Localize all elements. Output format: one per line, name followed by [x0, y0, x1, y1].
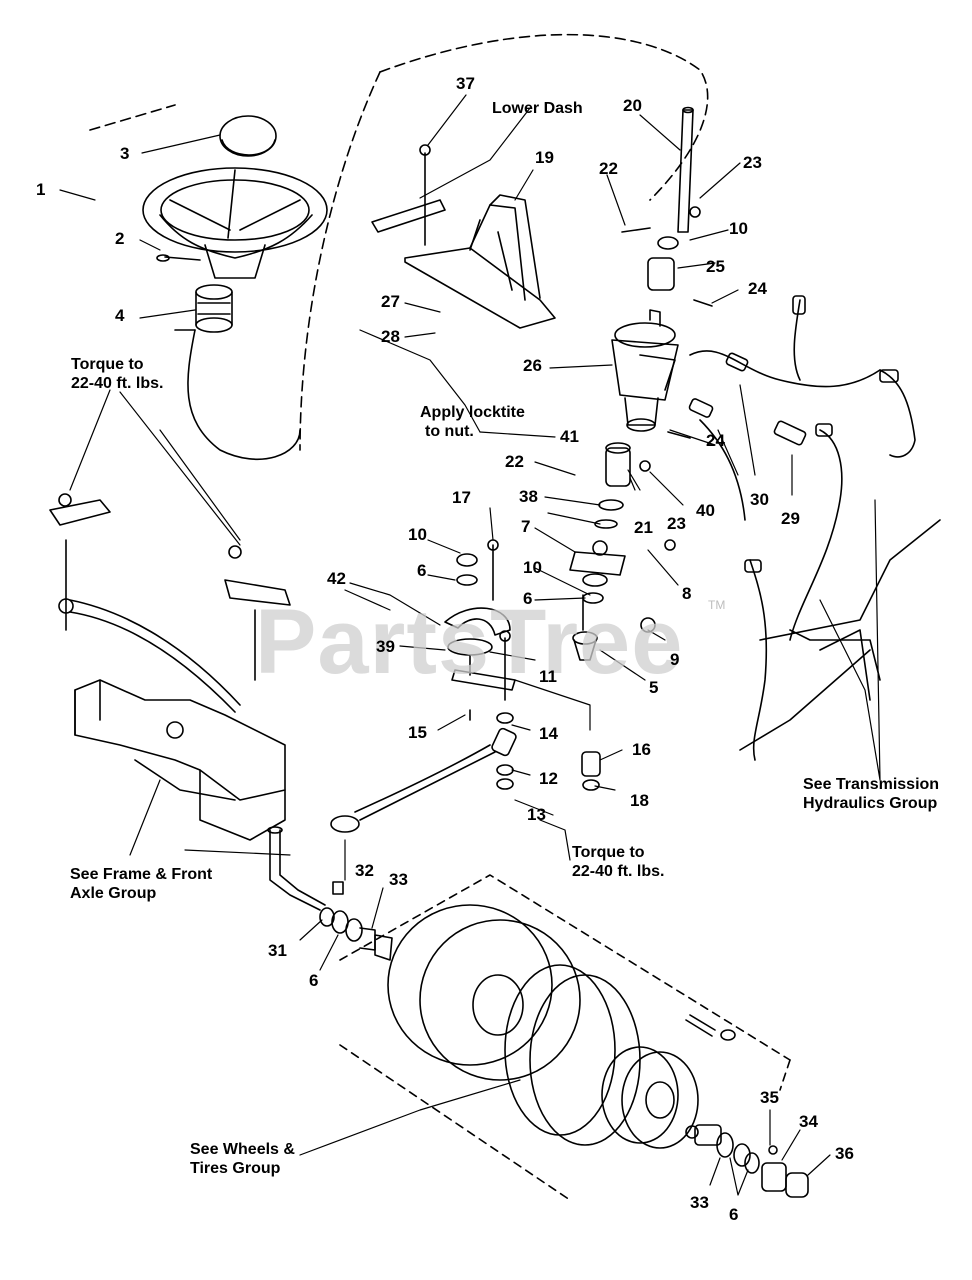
callout-part-10-top: 10 — [729, 219, 748, 238]
wheels-dashed-outline — [339, 874, 791, 1201]
steering-valve — [611, 309, 679, 432]
note-transmission-1: See Transmission — [803, 776, 940, 793]
note-torque-top-2: 22-40 ft. lbs. — [71, 375, 164, 392]
callout-part-18: 18 — [630, 791, 649, 810]
leader-lines — [59, 94, 881, 1196]
coupling-25 — [647, 236, 713, 307]
callout-part-22-top: 22 — [599, 159, 618, 178]
note-locktite-2: to nut. — [425, 423, 474, 440]
callout-part-23-mid: 23 — [667, 514, 686, 533]
lower-dash-bracket — [371, 144, 556, 329]
note-torque-bottom-2: 22-40 ft. lbs. — [572, 863, 665, 880]
callout-part-25: 25 — [706, 257, 725, 276]
callout-part-21: 21 — [634, 518, 653, 537]
callout-part-8: 8 — [682, 584, 692, 603]
note-lower-dash: Lower Dash — [492, 100, 583, 117]
callout-part-6-axle: 6 — [309, 971, 319, 990]
dashboard-outline — [89, 33, 709, 460]
steering-arm-right — [224, 545, 291, 606]
callout-part-13: 13 — [527, 805, 546, 824]
callout-part-6-left: 6 — [417, 561, 427, 580]
note-locktite-1: Apply locktite — [420, 404, 525, 421]
callout-part-33-top: 33 — [389, 870, 408, 889]
callout-part-15: 15 — [408, 723, 427, 742]
callout-part-6-right: 6 — [523, 589, 533, 608]
note-torque-bottom-1: Torque to — [572, 844, 645, 861]
callout-part-38: 38 — [519, 487, 538, 506]
hydraulic-fittings — [688, 295, 899, 573]
note-torque-top-1: Torque to — [71, 356, 144, 373]
callout-part-41: 41 — [560, 427, 579, 446]
front-frame — [74, 679, 286, 841]
callout-part-24-top: 24 — [748, 279, 767, 298]
callout-part-11: 11 — [539, 667, 557, 686]
callout-part-22-mid: 22 — [505, 452, 524, 471]
callout-part-6-hub: 6 — [729, 1205, 739, 1224]
callout-part-23-top: 23 — [743, 153, 762, 172]
callout-part-39: 39 — [376, 637, 395, 656]
callout-part-19: 19 — [535, 148, 554, 167]
callout-part-29: 29 — [781, 509, 800, 528]
front-tire — [387, 904, 581, 1081]
note-transmission-2: Hydraulics Group — [803, 795, 938, 812]
callout-part-12: 12 — [539, 769, 558, 788]
callout-part-26: 26 — [523, 356, 542, 375]
lower-coupling — [605, 442, 631, 487]
callout-part-36: 36 — [835, 1144, 854, 1163]
callout-part-34: 34 — [799, 1112, 818, 1131]
steering-arm-left — [49, 493, 111, 526]
steering-shaft — [677, 106, 694, 233]
callout-part-1: 1 — [36, 180, 46, 199]
callout-part-9: 9 — [670, 650, 680, 669]
spindle — [267, 826, 326, 911]
steering-cap — [219, 115, 277, 157]
callout-part-17: 17 — [452, 488, 471, 507]
callout-part-4: 4 — [115, 306, 125, 325]
drag-link — [330, 630, 517, 833]
wheel-rim — [601, 1046, 699, 1149]
note-wheels-1: See Wheels & — [190, 1141, 295, 1158]
callout-part-7: 7 — [521, 517, 531, 536]
hub-parts — [694, 1124, 809, 1198]
tie-rod — [58, 598, 241, 713]
callout-part-20: 20 — [623, 96, 642, 115]
steering-sector — [444, 607, 516, 691]
callout-part-33-bottom: 33 — [690, 1193, 709, 1212]
valve-stem — [685, 1014, 736, 1041]
callout-part-16: 16 — [632, 740, 651, 759]
callout-part-31: 31 — [268, 941, 287, 960]
callout-part-37: 37 — [456, 74, 475, 93]
callout-part-2: 2 — [115, 229, 125, 248]
mount-plate — [569, 540, 626, 576]
callout-part-42: 42 — [327, 569, 346, 588]
callout-part-24-mid: 24 — [706, 431, 725, 450]
sector-gear — [572, 594, 598, 661]
callout-part-14: 14 — [539, 724, 558, 743]
partstree-watermark: PartsTree — [255, 591, 684, 693]
steering-adapter — [195, 284, 233, 333]
callout-part-10-left: 10 — [408, 525, 427, 544]
trademark-mark: TM — [708, 598, 726, 612]
callout-part-10-right: 10 — [523, 558, 542, 577]
steering-wheel — [142, 167, 328, 279]
callout-part-5: 5 — [649, 678, 659, 697]
callout-part-40: 40 — [696, 501, 715, 520]
note-wheels-2: Tires Group — [190, 1160, 281, 1177]
callout-part-3: 3 — [120, 144, 130, 163]
callout-part-35: 35 — [760, 1088, 779, 1107]
note-frame-2: Axle Group — [70, 885, 157, 902]
callout-part-30: 30 — [750, 490, 769, 509]
callout-part-28: 28 — [381, 327, 400, 346]
note-frame-1: See Frame & Front — [70, 866, 213, 883]
callout-part-27: 27 — [381, 292, 400, 311]
hydraulic-lines — [689, 299, 941, 761]
callout-part-32: 32 — [355, 861, 374, 880]
